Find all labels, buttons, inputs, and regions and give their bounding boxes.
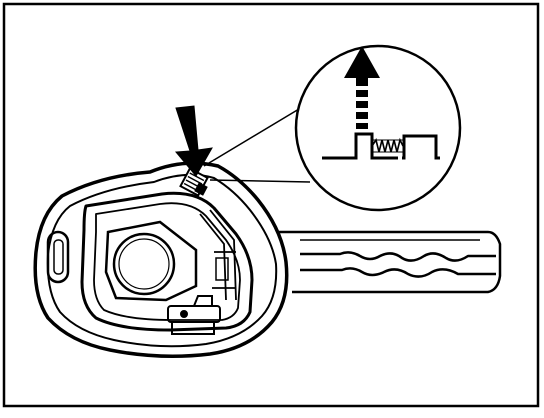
key-bow: [33, 161, 289, 358]
figure-frame: [2, 2, 540, 408]
magnified-inset: [294, 44, 462, 212]
key-ring-hole: [46, 230, 70, 284]
down-arrow-icon: [174, 105, 213, 177]
spring-mechanism: [322, 132, 440, 160]
housing-details: [199, 209, 237, 301]
battery-cavity: [104, 220, 198, 302]
key-blade: [278, 230, 502, 294]
inner-housing: [80, 191, 254, 332]
release-pin: [179, 167, 209, 197]
inset-leader-lines: [203, 105, 311, 183]
inset-circle: [294, 44, 462, 212]
lower-latch: [167, 295, 221, 335]
up-arrow-icon: [344, 46, 380, 129]
